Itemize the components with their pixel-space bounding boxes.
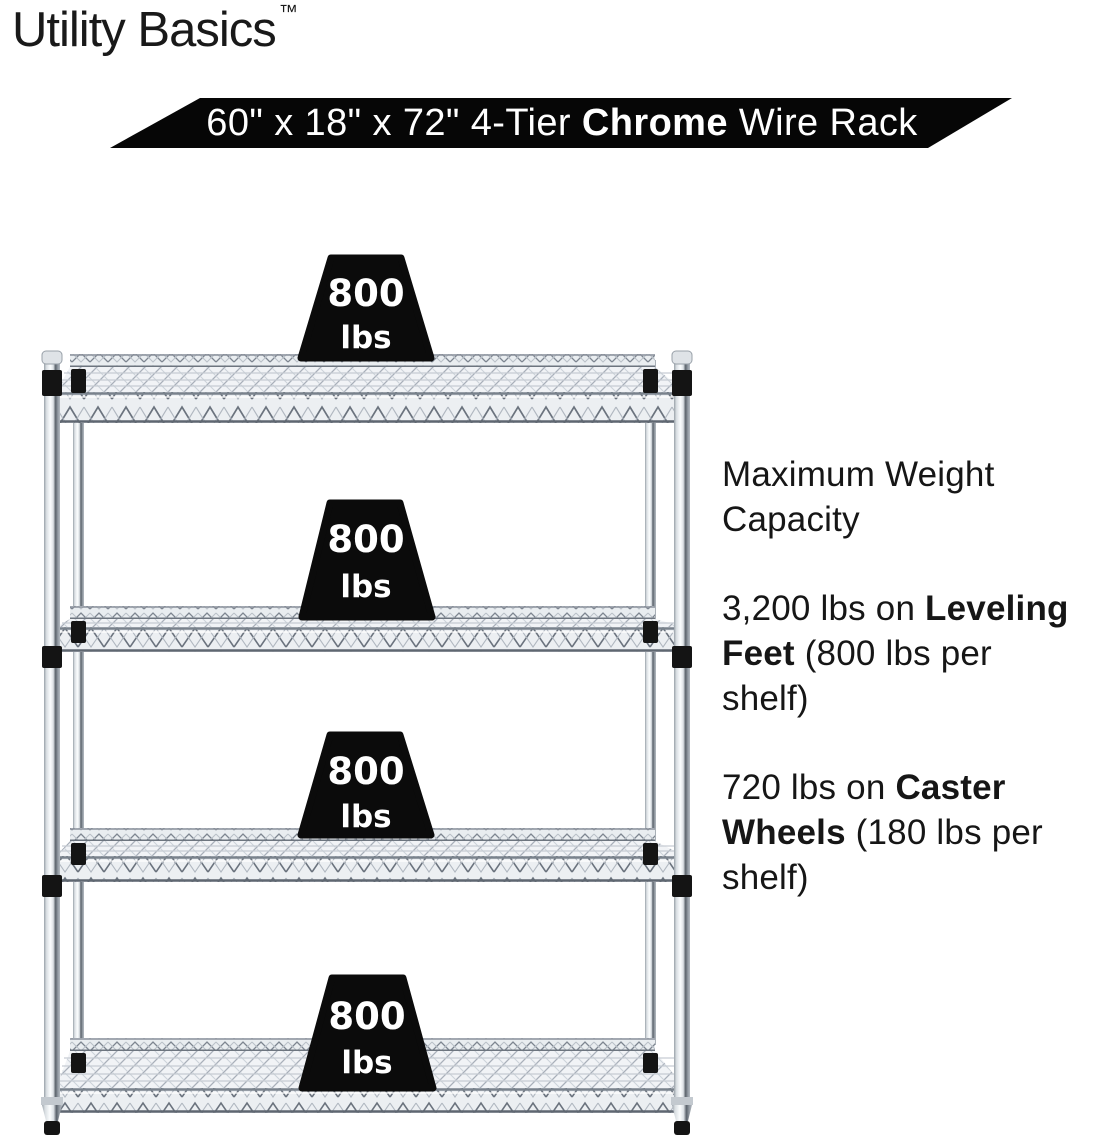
leveling-feet [41,1097,693,1135]
shelf-2 [56,606,685,652]
title-ribbon [110,98,1012,148]
weight-badge-shelf-2: 800 lbs [298,499,436,621]
weight-unit: lbs [340,320,391,356]
weight-value: 800 [327,750,404,793]
wire-rack-illustration [41,350,693,1135]
weight-value: 800 [328,995,405,1038]
weight-unit: lbs [340,569,391,605]
weight-value: 800 [327,272,404,315]
weight-unit: lbs [340,799,391,835]
weight-badges: 800 lbs 800 lbs 800 lbs 800 lbs [297,254,437,1092]
brand-name: Utility Basics [12,3,277,57]
weight-unit: lbs [341,1045,392,1081]
shelf-3 [56,828,685,882]
trademark-symbol: ™ [278,2,298,23]
back-post-sleeves [71,369,658,1073]
product-title: 60" x 18" x 72" 4-Tier Chrome Wire Rack [206,101,918,144]
back-posts [73,360,656,1045]
weight-badge-shelf-4: 800 lbs [298,974,437,1092]
front-posts [41,350,693,1135]
weight-value: 800 [327,518,404,561]
shelf-1 [56,354,685,423]
weight-badge-shelf-1: 800 lbs [297,254,435,362]
weight-badge-shelf-3: 800 lbs [297,731,435,839]
